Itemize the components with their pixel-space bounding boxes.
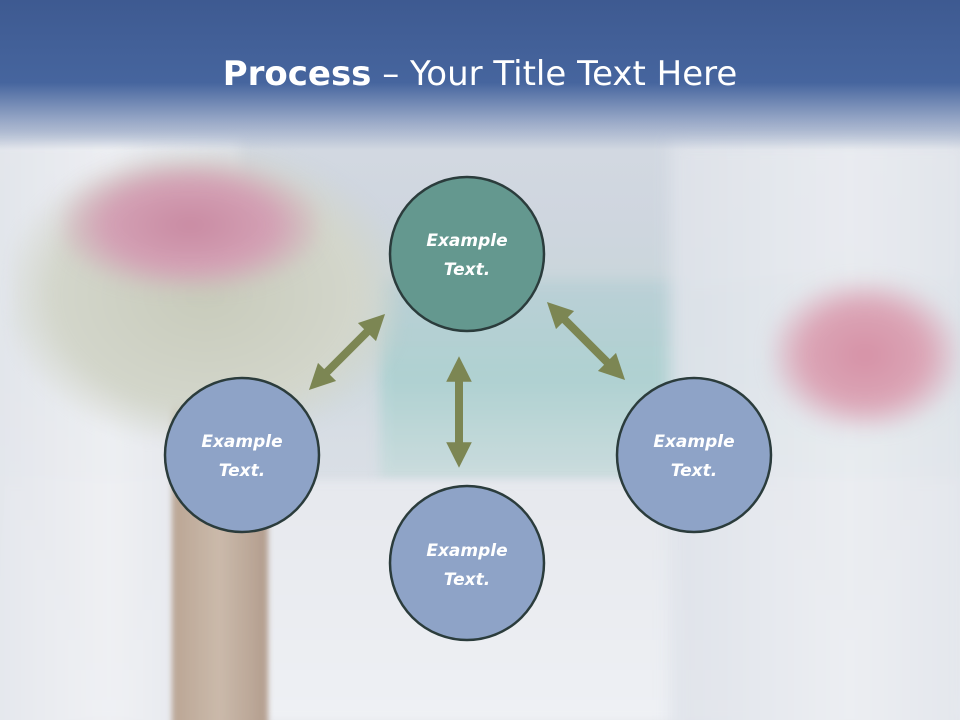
node-top-line2: Text. xyxy=(444,260,490,280)
node-bottom: Example Text. xyxy=(388,484,546,642)
slide-title: Process – Your Title Text Here xyxy=(0,52,960,96)
node-right-line1: Example xyxy=(653,432,734,452)
arrow-top-left xyxy=(308,313,386,391)
node-right: Example Text. xyxy=(615,376,773,534)
node-right-line2: Text. xyxy=(671,461,717,481)
arrow-top-right xyxy=(546,301,626,381)
node-bottom-line2: Text. xyxy=(444,570,490,590)
node-left-line2: Text. xyxy=(219,461,265,481)
title-rest: – Your Title Text Here xyxy=(371,54,738,94)
background-flowers-right xyxy=(770,280,960,430)
node-left: Example Text. xyxy=(163,376,321,534)
title-bar xyxy=(0,0,960,150)
node-bottom-line1: Example xyxy=(426,541,507,561)
background-flowers-left xyxy=(60,160,320,290)
node-left-line1: Example xyxy=(201,432,282,452)
node-top-line1: Example xyxy=(426,231,507,251)
node-top: Example Text. xyxy=(388,175,546,333)
title-bold: Process xyxy=(222,54,372,94)
